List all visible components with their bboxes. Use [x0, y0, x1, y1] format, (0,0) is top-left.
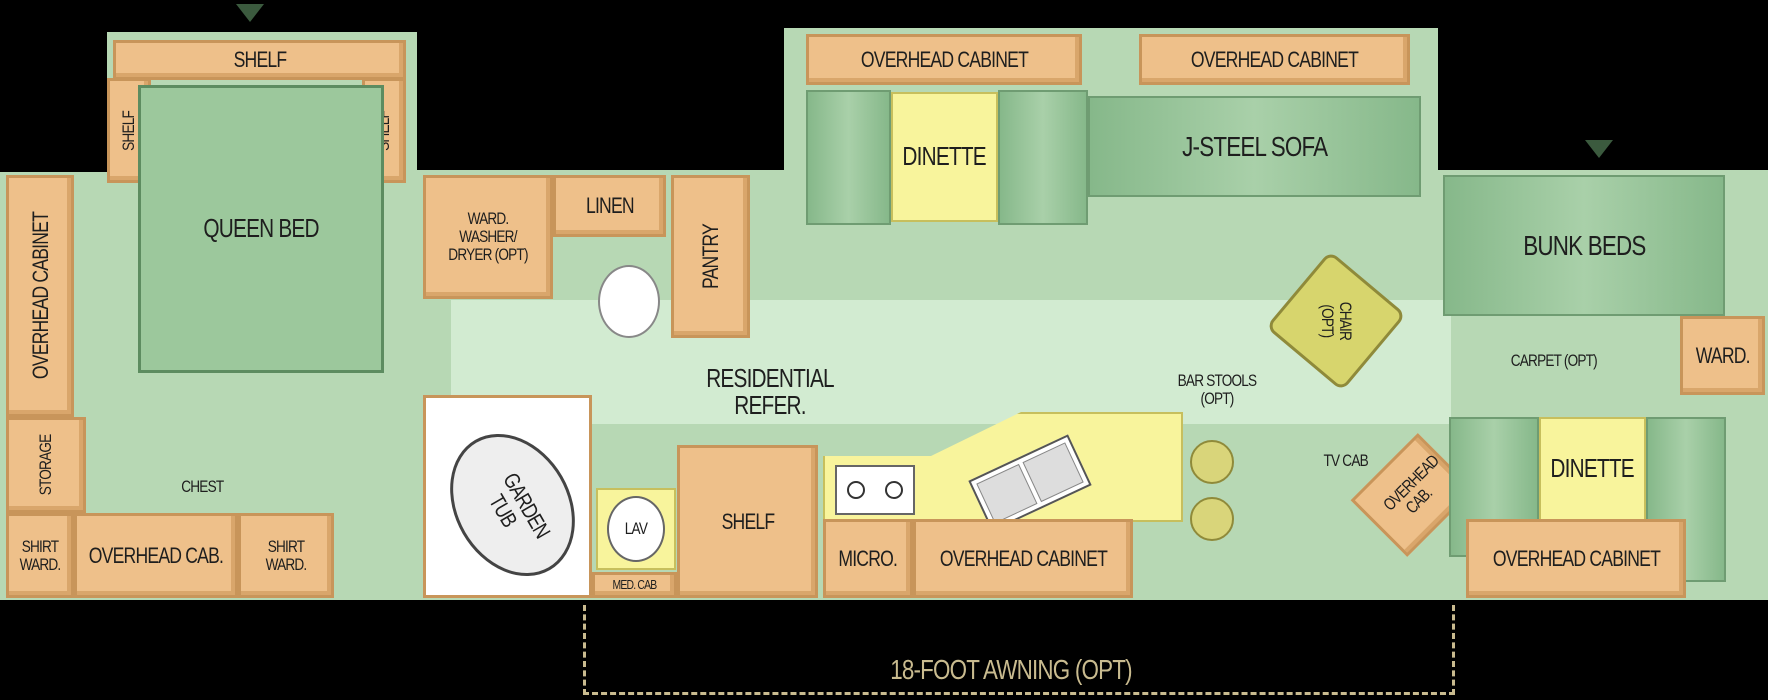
label: J-STEEL SOFA: [1181, 130, 1328, 162]
carpet-label: CARPET (OPT): [1510, 351, 1598, 370]
label: OVERHEAD CABINET: [860, 46, 1028, 72]
label: DINETTE: [902, 141, 987, 172]
shelf-refer: SHELF: [677, 445, 818, 598]
label: OVERHEAD CAB.: [88, 542, 224, 568]
label: STORAGE: [36, 434, 56, 496]
ward-washer-dryer: WARD. WASHER/ DRYER (OPT): [423, 175, 553, 299]
chest-label: CHEST: [181, 477, 224, 496]
shirt-ward-right: SHIRT WARD.: [238, 513, 334, 598]
overhead-cabinet-right: OVERHEAD CABINET: [1466, 519, 1686, 598]
lav: LAV: [596, 488, 676, 570]
bar-stool: [1190, 497, 1234, 541]
stove-icon: [835, 465, 915, 515]
vent-icon: [236, 4, 264, 22]
pantry: PANTRY: [671, 175, 750, 338]
label: SHELF: [233, 47, 287, 73]
label: OVERHEAD CABINET: [1492, 545, 1660, 571]
label: GARDEN TUB: [483, 468, 555, 543]
label: SHELF: [721, 508, 775, 534]
bar-stools-label: BAR STOOLS (OPT): [1177, 371, 1257, 408]
med-cab: MED. CAB: [592, 572, 677, 598]
toilet: [598, 265, 660, 338]
shelf-top: SHELF: [113, 40, 406, 80]
label: CHAIR (OPT): [1318, 301, 1355, 341]
linen: LINEN: [553, 175, 666, 237]
dinette-seat: [806, 90, 891, 225]
residential-refer-label: RESIDENTIAL REFER.: [706, 363, 834, 421]
label: WARD. WASHER/ DRYER (OPT): [448, 209, 528, 264]
micro: MICRO.: [823, 519, 913, 598]
label: PANTRY: [697, 224, 723, 289]
vent-icon: [1585, 140, 1613, 158]
dinette-seat: [998, 90, 1088, 225]
label: OVERHEAD CABINET: [939, 545, 1107, 571]
awning-label: 18-FOOT AWNING (OPT): [890, 654, 1132, 685]
label: DINETTE: [1550, 453, 1635, 484]
label: MED. CAB: [612, 577, 658, 593]
overhead-cab-bedroom: OVERHEAD CAB.: [74, 513, 238, 598]
overhead-cabinet-top-1: OVERHEAD CABINET: [806, 34, 1082, 85]
dinette-top: DINETTE: [891, 92, 998, 222]
label: BUNK BEDS: [1522, 229, 1646, 261]
storage: STORAGE: [6, 417, 86, 513]
label: OVERHEAD CABINET: [1190, 46, 1359, 72]
label: MICRO.: [838, 545, 899, 571]
dinette-right: DINETTE: [1539, 417, 1646, 521]
ward-right: WARD.: [1680, 316, 1765, 395]
tv-cab-label: TV CAB: [1323, 451, 1369, 470]
label: QUEEN BED: [203, 213, 319, 244]
label: WARD.: [1695, 342, 1750, 368]
label: LINEN: [585, 193, 635, 219]
label: SHIRT WARD.: [19, 536, 62, 574]
bunk-beds: BUNK BEDS: [1443, 175, 1725, 316]
awning-outline: [583, 605, 1455, 695]
label: SHIRT WARD.: [265, 536, 308, 574]
shirt-ward-left: SHIRT WARD.: [6, 513, 74, 598]
overhead-cabinet-top-2: OVERHEAD CABINET: [1139, 34, 1410, 85]
label: LAV: [624, 519, 648, 539]
label: OVERHEAD CABINET: [27, 212, 53, 380]
queen-bed: QUEEN BED: [138, 85, 384, 373]
bar-stool: [1190, 440, 1234, 484]
label: OVERHEAD CAB.: [1379, 452, 1443, 518]
overhead-cabinet-left: OVERHEAD CABINET: [6, 175, 74, 417]
sofa: J-STEEL SOFA: [1088, 96, 1421, 197]
overhead-cabinet-kitchen: OVERHEAD CABINET: [913, 519, 1133, 598]
label: SHELF: [119, 110, 139, 151]
